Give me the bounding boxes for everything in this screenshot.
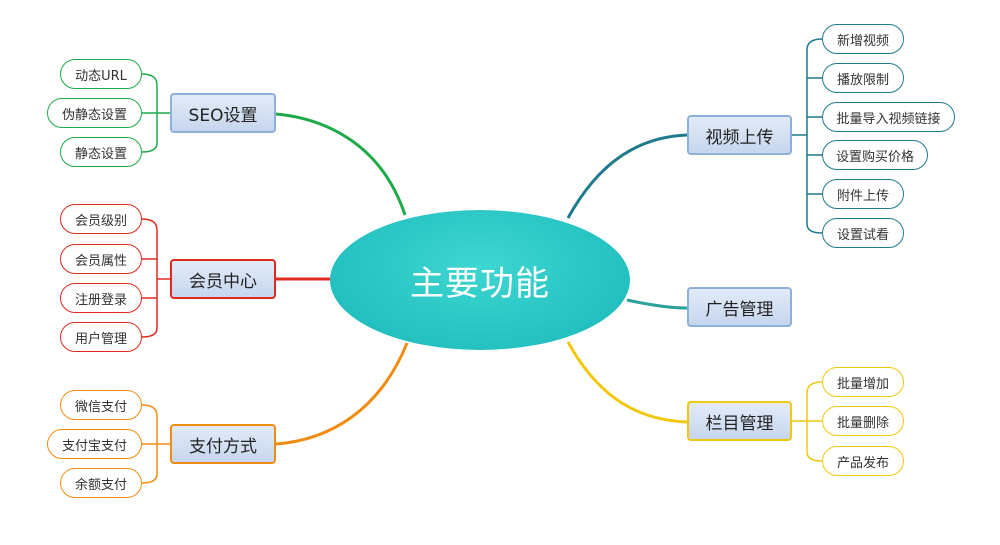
leaf-member-level[interactable]: 会员级别	[60, 204, 142, 234]
leaf-video-batch-import[interactable]: 批量导入视频链接	[822, 102, 955, 132]
branch-seo[interactable]: SEO设置	[170, 93, 276, 133]
bracket-member	[141, 218, 170, 338]
bracket-column	[792, 381, 823, 462]
leaf-payment-wechat[interactable]: 微信支付	[60, 390, 142, 420]
leaf-video-set-price[interactable]: 设置购买价格	[822, 140, 928, 170]
leaf-seo-pseudo-static[interactable]: 伪静态设置	[47, 98, 142, 128]
leaf-member-register-login[interactable]: 注册登录	[60, 283, 142, 313]
branch-video[interactable]: 视频上传	[687, 115, 792, 155]
bracket-video	[792, 38, 823, 234]
leaf-member-user-management[interactable]: 用户管理	[60, 322, 142, 352]
link-center-ads	[626, 298, 688, 310]
branch-ads[interactable]: 广告管理	[687, 287, 792, 327]
leaf-video-attachment-upload[interactable]: 附件上传	[822, 179, 904, 209]
central-topic[interactable]: 主要功能	[330, 210, 630, 350]
leaf-video-set-preview[interactable]: 设置试看	[822, 218, 904, 248]
branch-column[interactable]: 栏目管理	[687, 401, 792, 441]
leaf-seo-dynamic-url[interactable]: 动态URL	[60, 59, 142, 89]
bracket-payment	[141, 404, 170, 484]
branch-member[interactable]: 会员中心	[170, 259, 276, 299]
leaf-column-product-publish[interactable]: 产品发布	[822, 446, 904, 476]
leaf-payment-alipay[interactable]: 支付宝支付	[47, 429, 142, 459]
link-center-payment	[275, 342, 409, 446]
link-center-video	[566, 133, 688, 219]
leaf-video-new[interactable]: 新增视频	[822, 24, 904, 54]
link-center-seo	[275, 112, 407, 216]
link-center-column	[566, 341, 688, 424]
leaf-member-attributes[interactable]: 会员属性	[60, 244, 142, 274]
leaf-payment-balance[interactable]: 余额支付	[60, 468, 142, 498]
branch-payment[interactable]: 支付方式	[170, 424, 276, 464]
bracket-seo	[141, 73, 170, 153]
leaf-column-batch-delete[interactable]: 批量删除	[822, 406, 904, 436]
leaf-seo-static[interactable]: 静态设置	[60, 137, 142, 167]
leaf-video-play-limit[interactable]: 播放限制	[822, 63, 904, 93]
leaf-column-batch-add[interactable]: 批量增加	[822, 367, 904, 397]
